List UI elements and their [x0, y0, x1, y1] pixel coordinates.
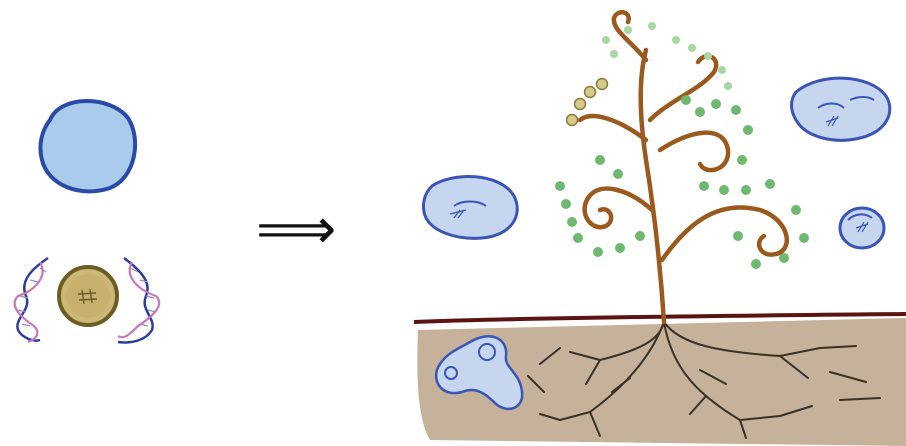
seed-cell-icon — [840, 208, 884, 248]
donut-cell-left-icon — [423, 177, 517, 239]
dna-helix-left-icon — [15, 258, 48, 342]
donut-cell-right-icon — [792, 78, 890, 140]
dna-helix-right-icon — [118, 258, 159, 343]
nucleus-icon — [59, 267, 117, 325]
arrow-icon: ⟹ — [256, 200, 336, 260]
blue-cell-icon — [40, 101, 135, 191]
leaf-cluster — [555, 95, 809, 269]
tree-icon — [555, 12, 809, 322]
